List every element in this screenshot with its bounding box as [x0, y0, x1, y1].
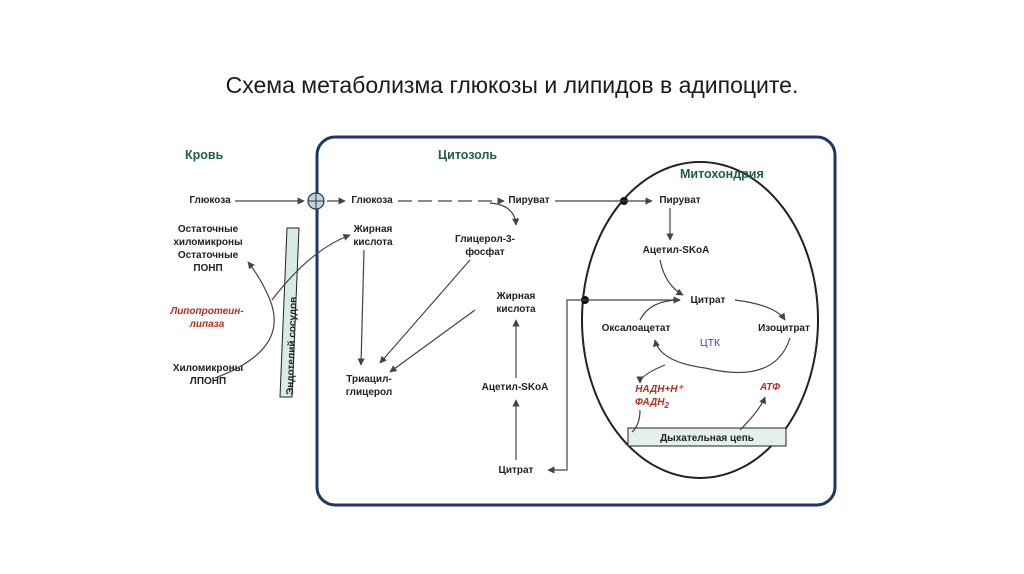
cyto-tag-1: Триацил- [346, 374, 392, 385]
mito-oxaloacetate: Оксалоацетат [602, 323, 671, 334]
arrow-citrate-export [547, 299, 680, 474]
mito-nadh: НАДН+Н⁺ [635, 384, 684, 395]
arrow-to-nadh [636, 364, 666, 384]
lpl-1: Липопротеин- [169, 306, 244, 317]
lpl-2: липаза [189, 319, 225, 330]
arrow-lpl-residual [214, 261, 275, 379]
mito-isocitrate: Изоцитрат [758, 323, 810, 334]
mito-pyruvate: Пируват [659, 195, 700, 206]
cyto-tag-2: глицерол [346, 387, 392, 398]
endothelium-label: Эндотелий сосудов [285, 297, 299, 396]
cytosol-frame [315, 135, 837, 507]
chylo-2: ЛПОНП [190, 376, 226, 387]
cyto-glucose: Глюкоза [351, 195, 393, 206]
section-cytosol: Цитозоль [438, 148, 497, 162]
arrow-citrate-to-isocitrate [734, 299, 786, 321]
arrow-acetyl-to-citrate [659, 259, 684, 296]
section-mitochondrion: Митохондрия [680, 167, 764, 181]
arrow-fa-uptake [271, 233, 351, 301]
cyto-fatty-acid-2b: кислота [496, 304, 536, 315]
residual-chylo-2: хиломикроны [173, 237, 242, 248]
cyto-acetyl-coa: Ацетил-SKoA [482, 382, 549, 393]
arrow-fa2-to-tag [389, 309, 476, 373]
arrow-nadh-to-chain [631, 409, 641, 433]
mito-acetyl-coa: Ацетил-SKoA [643, 245, 710, 256]
cyto-pyruvate: Пируват [508, 195, 549, 206]
endothelium-band [279, 227, 300, 398]
residual-ponp-1: Остаточные [178, 250, 239, 261]
mito-atp: АТФ [759, 382, 780, 393]
blood-glucose: Глюкоза [189, 195, 231, 206]
residual-chylo-1: Остаточные [178, 224, 239, 235]
arrow-g3p-to-tag [379, 259, 471, 364]
mito-tca: ЦТК [700, 337, 721, 349]
cyto-fatty-acid-1b: кислота [353, 237, 393, 248]
cyto-g3p-1: Глицерол-3- [455, 234, 515, 245]
respiratory-chain-box [627, 427, 787, 447]
mitochondrion-outline [581, 161, 819, 479]
arrow-chain-to-atp [739, 396, 767, 431]
section-blood: Кровь [185, 148, 224, 162]
arrow-oxaloacetate-to-citrate [639, 296, 681, 321]
residual-ponp-2: ПОНП [193, 263, 222, 274]
arrow-isocitrate-cycle [652, 337, 791, 374]
arrow-fa1-to-tag [357, 249, 365, 366]
mito-citrate: Цитрат [691, 295, 726, 306]
arrow-to-g3p [489, 202, 520, 226]
cyto-fatty-acid-1a: Жирная [353, 224, 393, 235]
cyto-g3p-2: фосфат [465, 246, 504, 258]
cyto-citrate: Цитрат [499, 465, 534, 476]
chylo-1: Хиломикроны [173, 363, 243, 374]
cyto-fatty-acid-2a: Жирная [496, 291, 536, 302]
respiratory-chain-label: Дыхательная цепь [660, 433, 754, 444]
page-title: Схема метаболизма глюкозы и липидов в ад… [225, 72, 799, 98]
mito-fadh: ФАДН2 [635, 397, 669, 410]
